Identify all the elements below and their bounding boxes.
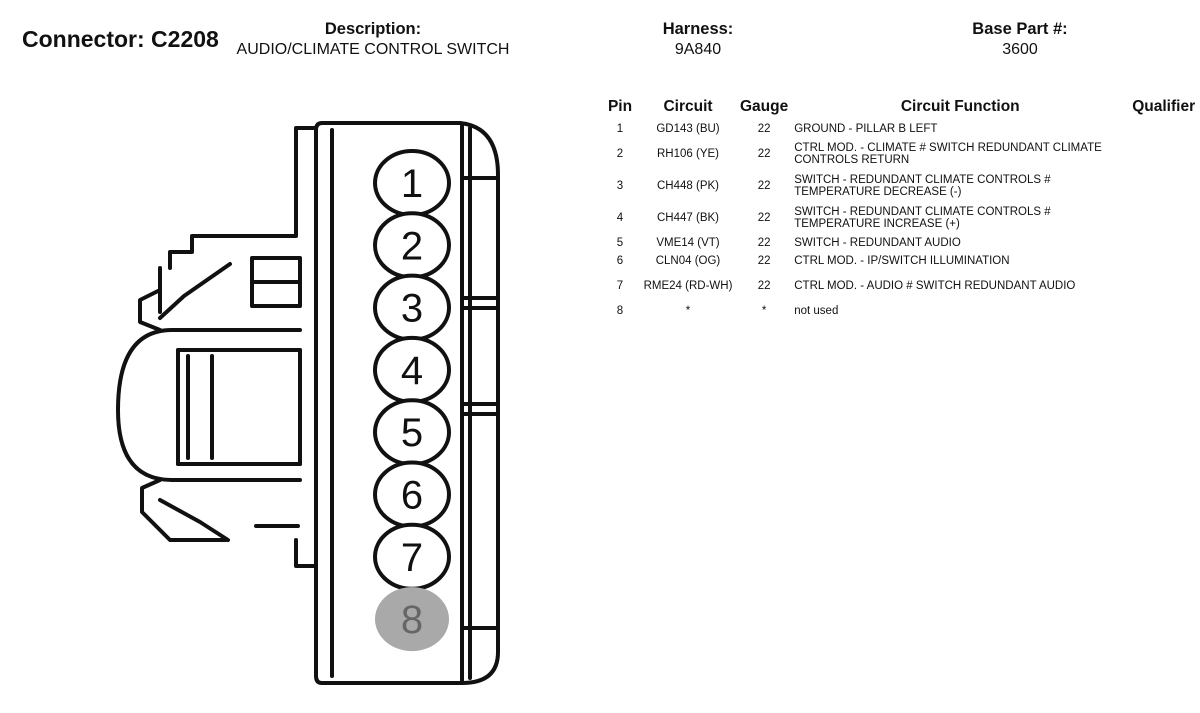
col-header-gauge: Gauge: [740, 98, 789, 115]
pin-5: 5: [373, 398, 451, 467]
connector-housing: [116, 121, 500, 685]
function-cell: CTRL MOD. - AUDIO # SWITCH REDUNDANT AUD…: [794, 280, 1076, 292]
qualifier-cell: [1132, 252, 1195, 270]
pin-table: Pin Circuit Gauge Circuit Function Quali…: [604, 98, 1195, 320]
pin-number-label: 1: [401, 162, 423, 206]
pin-8: 8: [375, 587, 449, 652]
pin-cell: 7: [616, 280, 624, 292]
qualifier-cell: [1132, 202, 1195, 234]
pin-number-label: 2: [401, 224, 423, 268]
col-header-function: Circuit Function: [900, 98, 1020, 115]
circuit-cell: CLN04 (OG): [655, 255, 721, 267]
pin-circle: [375, 587, 449, 652]
col-header-circuit: Circuit: [663, 98, 713, 115]
gauge-cell: 22: [757, 237, 771, 249]
description-block: Description: AUDIO/CLIMATE CONTROL SWITC…: [232, 20, 514, 59]
pin-2: 2: [373, 211, 451, 280]
pin-cell: 8: [616, 305, 624, 317]
function-cell: not used: [794, 305, 839, 317]
circuit-cell: GD143 (BU): [656, 123, 720, 135]
pin-number-label: 5: [401, 411, 423, 455]
table-row: 2 RH106 (YE) 22 CTRL MOD. - CLIMATE # SW…: [604, 138, 1195, 170]
description-value: AUDIO/CLIMATE CONTROL SWITCH: [236, 41, 510, 58]
qualifier-cell: [1132, 170, 1195, 202]
pin-number-label: 3: [401, 287, 423, 331]
pin-circles: 1 2 3 4 5 6 7 8: [373, 149, 451, 652]
circuit-cell: VME14 (VT): [656, 237, 720, 249]
table-header-row: Pin Circuit Gauge Circuit Function Quali…: [604, 98, 1195, 120]
circuit-cell: *: [685, 305, 691, 317]
base-part-value: 3600: [1002, 41, 1038, 58]
function-cell: CTRL MOD. - CLIMATE # SWITCH REDUNDANT C…: [794, 142, 1102, 166]
circuit-cell: RH106 (YE): [657, 148, 719, 160]
gauge-cell: 22: [757, 148, 771, 160]
function-cell: CTRL MOD. - IP/SWITCH ILLUMINATION: [794, 255, 1010, 267]
table-row: 1 GD143 (BU) 22 GROUND - PILLAR B LEFT: [604, 120, 1195, 138]
harness-label: Harness:: [662, 20, 734, 38]
pin-cell: 1: [616, 123, 624, 135]
gauge-cell: *: [761, 305, 767, 317]
function-cell: GROUND - PILLAR B LEFT: [794, 123, 938, 135]
harness-value: 9A840: [674, 41, 722, 58]
connector-title: Connector: C2208: [22, 26, 219, 52]
pin-number-label: 7: [401, 536, 423, 580]
pin-number-label: 4: [401, 349, 423, 393]
col-header-qualifier: Qualifier: [1132, 98, 1196, 115]
pin-4: 4: [373, 335, 451, 404]
qualifier-cell: [1132, 302, 1195, 320]
pin-7: 7: [373, 522, 451, 591]
table-row: 6 CLN04 (OG) 22 CTRL MOD. - IP/SWITCH IL…: [604, 252, 1195, 270]
gauge-cell: 22: [757, 255, 771, 267]
circuit-cell: RME24 (RD-WH): [643, 280, 733, 292]
pin-6: 6: [373, 460, 451, 529]
table-row: 3 CH448 (PK) 22 SWITCH - REDUNDANT CLIMA…: [604, 170, 1195, 202]
pin-cell: 2: [616, 148, 624, 160]
harness-block: Harness: 9A840: [618, 20, 778, 59]
qualifier-cell: [1132, 234, 1195, 252]
pin-number-label: 6: [401, 474, 423, 518]
pin-cell: 4: [616, 212, 624, 224]
qualifier-cell: [1132, 138, 1195, 170]
circuit-cell: CH448 (PK): [657, 180, 719, 192]
table-row: 5 VME14 (VT) 22 SWITCH - REDUNDANT AUDIO: [604, 234, 1195, 252]
gauge-cell: 22: [757, 280, 771, 292]
qualifier-cell: [1132, 120, 1195, 138]
gauge-cell: 22: [757, 123, 771, 135]
qualifier-cell: [1132, 270, 1195, 302]
pin-3: 3: [373, 273, 451, 342]
function-cell: SWITCH - REDUNDANT AUDIO: [794, 237, 961, 249]
table-row: 8 * * not used: [604, 302, 1195, 320]
pin-cell: 5: [616, 237, 624, 249]
col-header-pin: Pin: [607, 98, 633, 115]
gauge-cell: 22: [757, 180, 771, 192]
base-part-block: Base Part #: 3600: [940, 20, 1100, 59]
table-row: 4 CH447 (BK) 22 SWITCH - REDUNDANT CLIMA…: [604, 202, 1195, 234]
base-part-label: Base Part #:: [972, 20, 1068, 38]
function-cell: SWITCH - REDUNDANT CLIMATE CONTROLS # TE…: [794, 206, 1051, 230]
table-row: 7 RME24 (RD-WH) 22 CTRL MOD. - AUDIO # S…: [604, 270, 1195, 302]
pin-number-label: 8: [401, 598, 423, 642]
function-cell: SWITCH - REDUNDANT CLIMATE CONTROLS # TE…: [794, 174, 1051, 198]
gauge-cell: 22: [757, 212, 771, 224]
pin-1: 1: [373, 149, 451, 217]
description-label: Description:: [324, 20, 422, 38]
pin-cell: 3: [616, 180, 624, 192]
circuit-cell: CH447 (BK): [657, 212, 719, 224]
connector-diagram: 1 2 3 4 5 6 7 8: [116, 121, 500, 685]
pin-cell: 6: [616, 255, 624, 267]
